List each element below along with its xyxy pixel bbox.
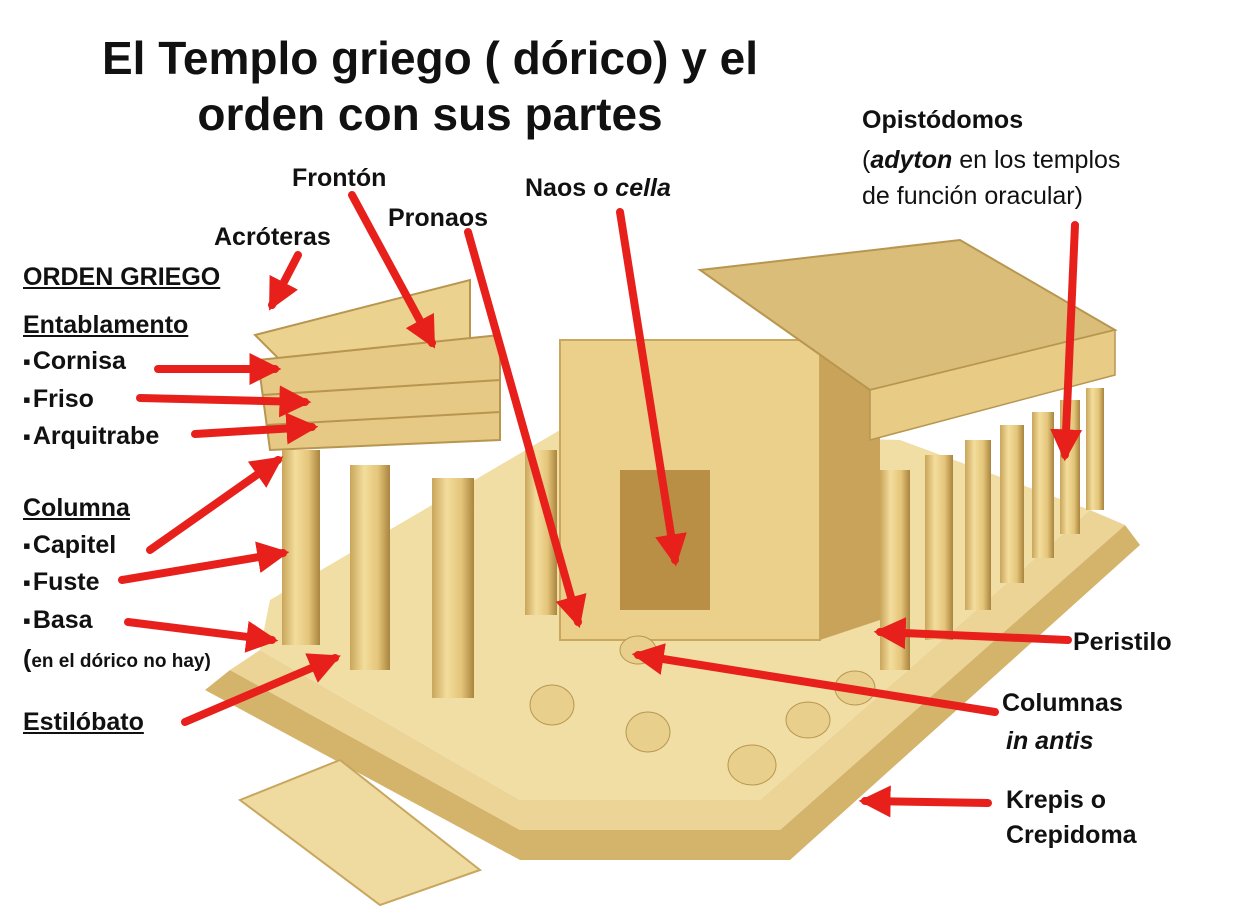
label-in-antis: in antis [1006,726,1094,756]
column-stump [529,684,575,726]
arrow-pronaos [464,228,587,629]
column [880,470,910,670]
label-adyton: (adyton en los templos [862,145,1120,175]
orden-entablamento: Entablamento [23,311,189,339]
arrow-arquitrabe [191,412,319,445]
column [965,440,991,610]
orden-basa-note-open: ( [23,645,32,673]
orden-basa-note: (en el dórico no hay) [23,644,211,677]
label-adyton-open: ( [862,146,871,174]
label-pronaos: Pronaos [388,204,489,232]
title-line-1: El Templo griego ( dórico) y el [102,32,758,84]
arrow-basa [124,618,279,653]
orden-basa-note-text: en el dórico no hay) [31,651,211,672]
column-stump [625,711,671,753]
arrow-acroteras [268,251,302,311]
orden-basa: Basa [23,605,93,636]
label-adyton-rest: en los templos [952,146,1121,174]
bullet-icon [23,385,33,413]
orden-arquitrabe-text: Arquitrabe [32,422,160,450]
arrow-naos [616,208,687,567]
label-krepis: Krepis o [1006,786,1107,814]
orden-cornisa-text: Cornisa [32,347,126,375]
page-title: El Templo griego ( dórico) y el orden co… [70,30,790,142]
column [432,478,474,698]
krepis [205,525,1140,860]
orden-cornisa: Cornisa [23,346,126,377]
orden-columna: Columna [23,494,130,522]
column [1000,425,1024,583]
orden-friso-text: Friso [32,385,94,413]
column [1086,388,1104,510]
arrow-columnas-in-antis [631,643,999,716]
arrow-peristilo [873,617,1072,650]
column-stump [785,701,831,739]
orden-fuste-text: Fuste [32,568,100,596]
orden-capitel-text: Capitel [32,531,117,559]
column-stump [727,744,777,786]
arrow-capitel [146,456,284,554]
label-adyton-italic: adyton [870,146,953,174]
bullet-icon [23,568,33,596]
label-fronton: Frontón [292,164,387,192]
label-naos: Naos o cella [525,173,671,203]
orden-basa-text: Basa [32,606,93,634]
label-columnas: Columnas [1002,689,1123,717]
bullet-icon [23,347,33,375]
column [350,465,390,670]
arrow-friso [136,385,312,418]
column [282,450,320,645]
krepis-top [230,510,1125,830]
temple-illustration [205,238,1140,907]
label-acroteras: Acróteras [214,223,331,251]
ramp [237,758,483,907]
label-in-antis-text: in antis [1006,727,1094,755]
title-line-2: orden con sus partes [197,88,663,140]
arrow-opistodomos [1050,221,1083,462]
arrow-fuste [118,541,290,584]
orden-fuste: Fuste [23,567,100,598]
orden-friso: Friso [23,384,94,415]
arrow-krepis [858,785,992,818]
arrow-fronton [348,191,436,349]
column [1032,412,1054,558]
label-naos-prefix: Naos o [525,174,616,202]
label-estilobato: Estilóbato [23,708,144,736]
side-entablature [869,329,1116,441]
orden-arquitrabe: Arquitrabe [23,421,159,452]
arrow-estilobato [181,653,341,726]
bullet-icon [23,422,33,450]
label-adyton-line2: de función oracular) [862,182,1083,210]
orden-heading: ORDEN GRIEGO [23,263,221,291]
arrows [118,191,1083,818]
naos-side [820,340,880,640]
column [925,455,953,640]
bullet-icon [23,606,33,634]
label-peristilo: Peristilo [1073,628,1172,656]
bullet-icon [23,531,33,559]
label-naos-cella: cella [615,174,671,202]
orden-capitel: Capitel [23,530,116,561]
label-opistodomos: Opistódomos [862,106,1024,134]
label-crepidoma: Crepidoma [1006,821,1137,849]
